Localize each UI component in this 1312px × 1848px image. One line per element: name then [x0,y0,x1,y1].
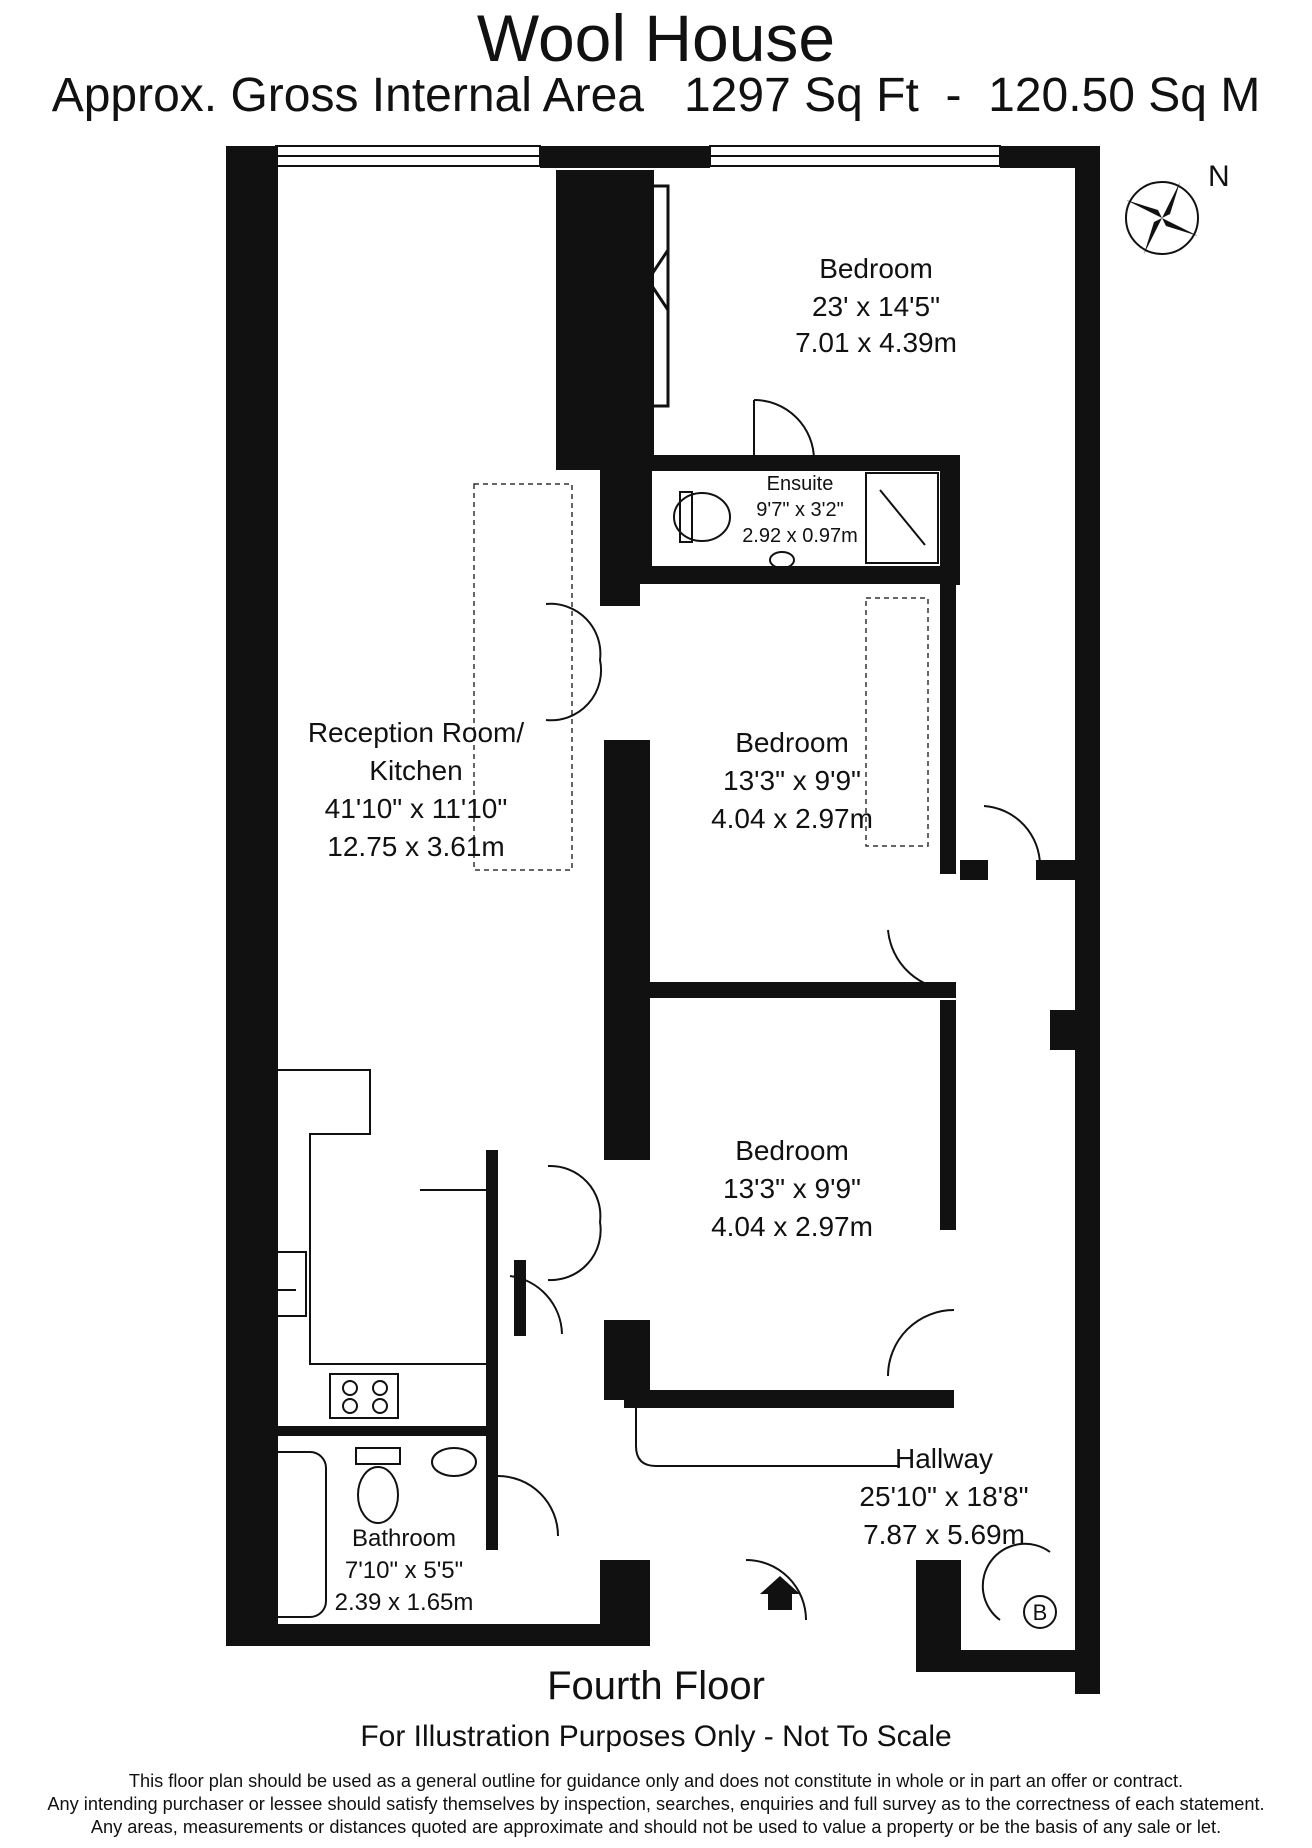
disclaimer-line-2: Any intending purchaser or lessee should… [47,1794,1265,1814]
room-labels: Bedroom 23' x 14'5" 7.01 x 4.39m Ensuite… [308,253,1029,1616]
hallway-name: Hallway [895,1443,993,1474]
sanitary [253,472,939,1618]
windows [275,145,1001,167]
wall-south-west [226,1624,606,1646]
bedroom-mid-imperial: 13'3" x 9'9" [723,765,861,796]
ensuite-imperial: 9'7" x 3'2" [756,499,843,521]
reception-imperial: 41'10" x 11'10" [325,793,508,824]
bathroom-imperial: 7'10" x 5'5" [345,1557,463,1584]
property-title: Wool House [476,1,836,75]
wardrobes [556,184,670,408]
sink [255,1251,307,1317]
bedroom-mid-name: Bedroom [735,727,849,758]
bedroom-low-metric: 4.04 x 2.97m [711,1211,873,1242]
bedroom-top-imperial: 23' x 14'5" [812,291,940,322]
bathroom-metric: 2.39 x 1.65m [335,1589,474,1616]
hallway-metric: 7.87 x 5.69m [863,1519,1025,1550]
reception-name-1: Reception Room/ [308,717,525,748]
boiler-symbol [1023,1595,1057,1629]
disclaimer-line-3: Any areas, measurements or distances quo… [90,1817,1222,1837]
bedroom-low-name: Bedroom [735,1135,849,1166]
disclaimer-line-1: This floor plan should be used as a gene… [128,1771,1184,1791]
bedroom-low-imperial: 13'3" x 9'9" [723,1173,861,1204]
illustration-note: For Illustration Purposes Only - Not To … [360,1720,952,1753]
walls [226,146,1100,1694]
north-label: N [1208,160,1230,193]
bedroom-top-metric: 7.01 x 4.39m [795,327,957,358]
reception-metric: 12.75 x 3.61m [327,831,504,862]
dashed-rooflights [473,483,929,871]
wall-west [226,146,278,1646]
compass-icon [1125,181,1199,255]
bathroom-name: Bathroom [352,1525,456,1552]
wall-east [1075,146,1100,1694]
disclaimer: This floor plan should be used as a gene… [0,1770,1312,1839]
ensuite-metric: 2.92 x 0.97m [742,525,858,547]
bedroom-mid-metric: 4.04 x 2.97m [711,803,873,834]
wall-south-east [916,1650,1100,1672]
hob [329,1373,399,1419]
wall-north-pier [540,146,710,168]
gross-area: Approx. Gross Internal Area 1297 Sq Ft -… [51,69,1261,122]
reception-name-2: Kitchen [369,755,462,786]
hallway-imperial: 25'10" x 18'8" [859,1481,1028,1512]
doors [497,399,1051,1621]
bedroom-top-name: Bedroom [819,253,933,284]
kitchen-units [248,1069,486,1419]
boiler-label: B [1033,1600,1048,1625]
floor-label: Fourth Floor [547,1664,765,1708]
entrance-arrow [760,1576,800,1610]
ensuite-name: Ensuite [767,473,834,495]
